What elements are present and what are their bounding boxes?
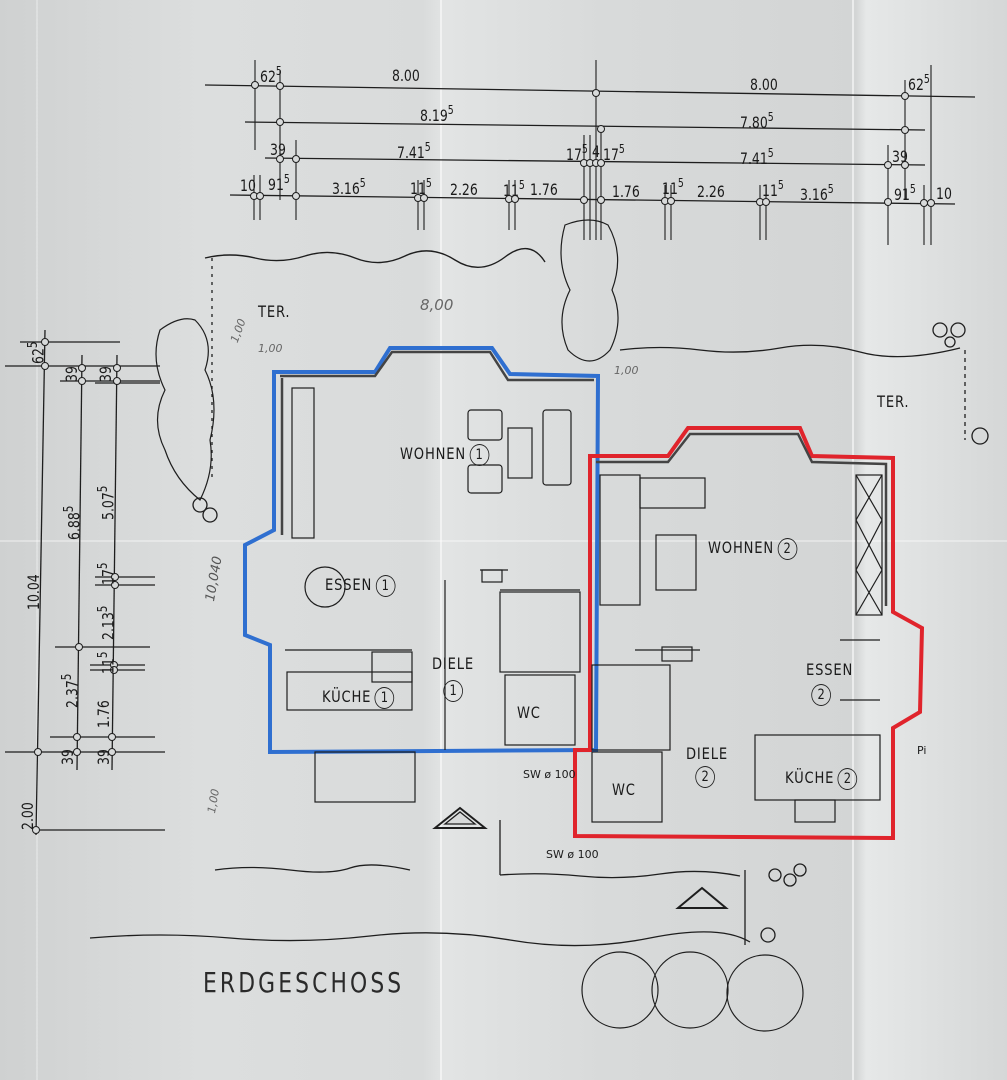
sewer-label: SW ø 100	[546, 848, 599, 861]
room-label-essen-2: ESSEN	[806, 660, 854, 679]
dim-left-inner: 175	[96, 562, 118, 585]
dim-left-outer: 2.00	[18, 802, 37, 830]
dim-left-middle: 6.885	[62, 505, 84, 540]
dim-top-row4: 115	[762, 178, 784, 200]
dim-left-outer: 625	[26, 341, 48, 364]
dim-top-row4: 115	[410, 176, 432, 198]
dim-left-inner: 115	[96, 651, 118, 674]
sewer-label: SW ø 100	[523, 768, 576, 781]
dim-top-row4: 1.76	[530, 180, 558, 199]
terrace-label-right: TER.	[877, 392, 910, 411]
dim-top-row3-mid-a: 175	[566, 142, 588, 164]
dim-left-inner: 5.075	[96, 485, 118, 520]
dim-top-left-offset: 625	[260, 64, 282, 86]
plan-title: ERDGESCHOSS	[203, 966, 405, 999]
dim-top-row4: 2.26	[697, 182, 725, 201]
dim-top-row3-left: 7.415	[397, 140, 431, 162]
terrace-label-left: TER.	[258, 302, 291, 321]
dim-left-inner: 2.135	[96, 605, 118, 640]
dim-top-row4: 915	[894, 182, 916, 204]
room-label-wc-1: WC	[517, 703, 541, 722]
dimension-line	[204, 84, 976, 98]
unit-1-interior	[285, 387, 581, 803]
dim-top-row4: 115	[503, 178, 525, 200]
unit-1-outline	[243, 346, 601, 755]
dim-left-middle: 39	[62, 366, 81, 382]
dim-top-row4: 915	[268, 172, 290, 194]
dim-top-row3-wall-left: 39	[270, 140, 286, 159]
dim-top-row4: 3.165	[800, 182, 834, 204]
room-number-diele-2: 2	[692, 766, 715, 788]
room-label-diele-2: DIELE	[686, 744, 728, 763]
dim-left-outer: 10.04	[24, 574, 43, 610]
room-label-diele-1: DIELE	[432, 654, 474, 673]
dim-top-row3-right: 7.415	[740, 146, 774, 168]
handwritten-note: 1,00	[614, 364, 639, 377]
fold-line-vertical	[440, 0, 442, 1080]
unit-2-interior	[591, 474, 883, 823]
pi-label: Pi	[917, 744, 927, 757]
dim-top-row4: 10	[240, 176, 256, 195]
room-number-diele-1: 1	[440, 680, 463, 702]
dim-top-unit1-width: 8.00	[392, 66, 420, 85]
dim-top-right-offset: 625	[908, 72, 930, 94]
dim-top-row4: 1.76	[612, 182, 640, 201]
dim-top-unit2-width: 8.00	[750, 75, 778, 94]
dim-top-row2-right: 7.805	[740, 110, 774, 132]
fold-line-horizontal	[0, 540, 1007, 542]
dim-top-row2-left: 8.195	[420, 103, 454, 125]
fold-line-vertical	[36, 0, 38, 1080]
dim-top-row4: 3.165	[332, 176, 366, 198]
dim-top-row3-wall-right: 39	[892, 147, 908, 166]
dim-left-middle: 39	[58, 749, 77, 765]
dim-left-middle: 2.375	[60, 673, 82, 708]
dim-top-row4: 2.26	[450, 180, 478, 199]
dim-top-row4: 10	[936, 184, 952, 203]
handwritten-note: 8,00	[420, 296, 454, 314]
fold-line-vertical	[852, 0, 854, 1080]
room-number-essen-2: 2	[808, 684, 831, 706]
dim-top-row3-mid-c: 175	[603, 142, 625, 164]
dim-left-inner: 1.76	[94, 700, 113, 728]
dim-top-row3-mid-b: 4	[592, 142, 600, 161]
dim-top-row4: 115	[662, 176, 684, 198]
handwritten-note: 1,00	[258, 342, 283, 355]
dim-left-inner: 39	[94, 749, 113, 765]
room-label-wc-2: WC	[612, 780, 636, 799]
dim-left-inner: 39	[96, 366, 115, 382]
unit-2-outline	[573, 426, 925, 841]
